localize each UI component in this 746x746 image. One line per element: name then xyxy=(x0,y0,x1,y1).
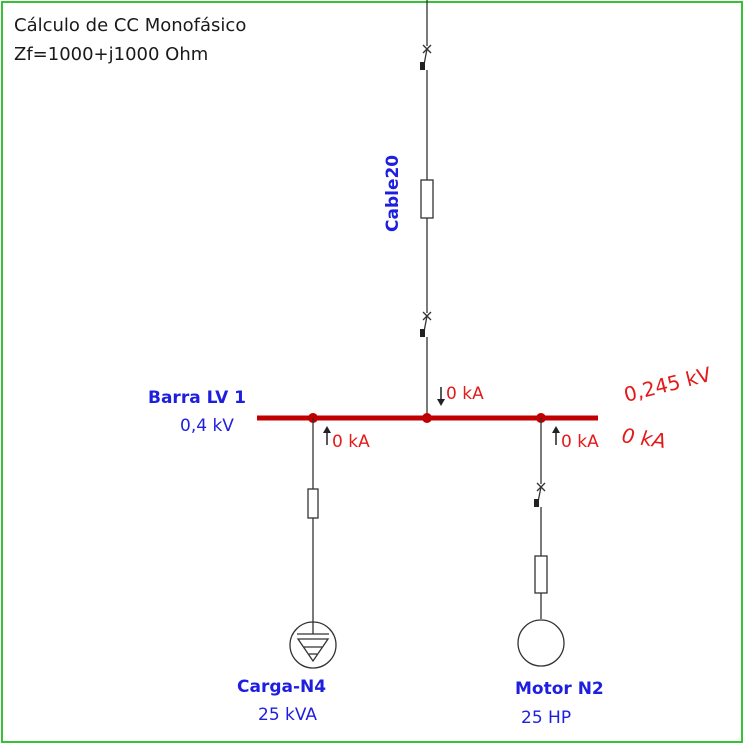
cable-name: Cable20 xyxy=(383,155,403,232)
arrow-down-icon xyxy=(437,387,445,406)
cable-icon xyxy=(534,555,548,594)
breaker-icon xyxy=(534,482,546,508)
cable-current: 0 kA xyxy=(446,384,484,404)
motor-rating: 25 HP xyxy=(521,708,571,728)
motor-icon xyxy=(517,619,565,667)
fault-impedance: Zf=1000+j1000 Ohm xyxy=(14,44,208,65)
load-icon xyxy=(289,621,337,669)
load-branch[interactable] xyxy=(289,418,337,669)
bus-voltage: 0,4 kV xyxy=(180,416,234,436)
incoming-feeder[interactable] xyxy=(420,0,434,418)
load-current: 0 kA xyxy=(332,432,370,452)
cable-icon xyxy=(420,179,434,219)
arrow-up-icon xyxy=(552,426,560,445)
breaker-top-icon xyxy=(420,44,432,71)
load-name: Carga-N4 xyxy=(237,677,326,697)
motor-name: Motor N2 xyxy=(515,679,604,699)
bus-name: Barra LV 1 xyxy=(148,388,246,408)
diagram-title: Cálculo de CC Monofásico xyxy=(14,15,246,36)
arrow-up-icon xyxy=(323,426,331,445)
bus-node-feeder xyxy=(422,413,432,423)
motor-branch[interactable] xyxy=(517,418,565,667)
breaker-bottom-icon xyxy=(420,311,432,338)
load-rating: 25 kVA xyxy=(258,705,317,725)
cable-icon xyxy=(307,488,319,519)
motor-current: 0 kA xyxy=(561,432,599,452)
